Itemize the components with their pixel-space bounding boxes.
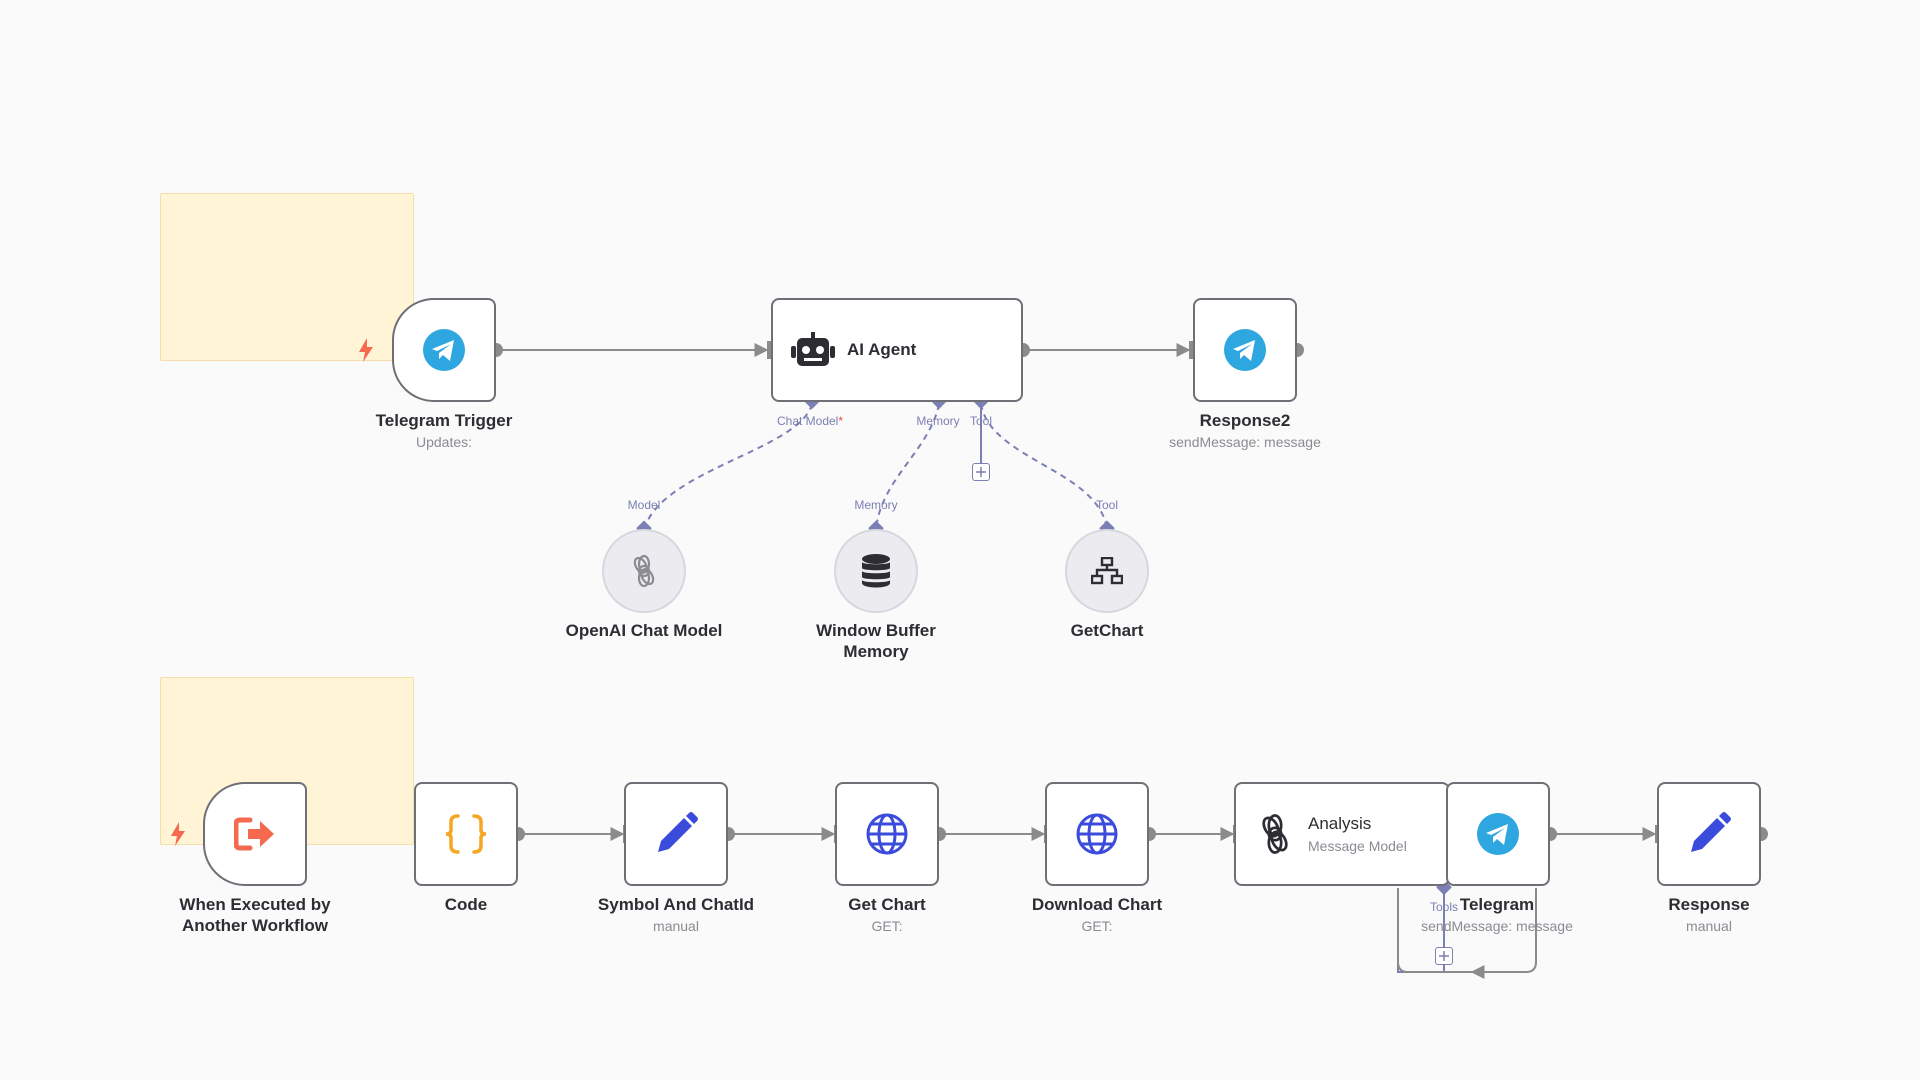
trigger-bolt-icon <box>358 338 374 367</box>
node-subtitle: manual <box>653 918 699 934</box>
globe-icon <box>865 812 909 856</box>
port-label-tools: Tools <box>1429 900 1459 914</box>
node-subtitle: GET: <box>871 918 903 934</box>
node-subtitle: manual <box>1686 918 1732 934</box>
telegram-icon <box>1224 329 1266 371</box>
ai-agent-node[interactable]: AI Agent <box>771 298 1023 402</box>
code-braces-icon <box>444 812 488 856</box>
add-tool-button[interactable] <box>972 463 990 481</box>
input-port[interactable] <box>1189 341 1194 359</box>
port-label-tool: Tool <box>969 414 993 428</box>
node-subtitle: sendMessage: message <box>1421 918 1573 934</box>
node-subtitle: Message Model <box>1308 838 1407 854</box>
download-chart-node[interactable] <box>1045 782 1149 886</box>
getchart-node[interactable] <box>1065 529 1149 613</box>
connection-memory[interactable] <box>875 403 940 531</box>
node-title: Download Chart <box>1031 895 1163 914</box>
telegram-icon <box>1477 813 1519 855</box>
node-title: Code <box>444 895 488 914</box>
get-chart-node[interactable] <box>835 782 939 886</box>
add-tool-button[interactable] <box>1435 947 1453 965</box>
globe-icon <box>1075 812 1119 856</box>
node-title: Window Buffer Memory <box>816 621 936 661</box>
sitemap-icon <box>1091 557 1123 585</box>
port-label-tool-sub: Tool <box>1095 498 1119 512</box>
connection-tool[interactable] <box>980 403 1108 531</box>
trigger-bolt-icon <box>170 822 186 851</box>
pencil-icon <box>654 812 698 856</box>
node-title: Get Chart <box>848 895 926 914</box>
response2-node[interactable] <box>1193 298 1297 402</box>
robot-icon <box>791 332 835 368</box>
openai-chat-model-node[interactable] <box>602 529 686 613</box>
port-label-memory-sub: Memory <box>854 498 898 512</box>
connection-telegram-tool-loop[interactable] <box>1470 888 1537 979</box>
analysis-node[interactable]: Analysis Message Model <box>1234 782 1450 886</box>
node-subtitle: GET: <box>1081 918 1113 934</box>
telegram-trigger-node[interactable] <box>392 298 496 402</box>
node-title: Response2 <box>1199 411 1291 430</box>
node-title: OpenAI Chat Model <box>565 621 723 640</box>
node-title: AI Agent <box>847 340 917 359</box>
telegram-icon <box>423 329 465 371</box>
node-title: GetChart <box>1070 621 1144 640</box>
node-title: Response <box>1668 895 1750 914</box>
node-subtitle: sendMessage: message <box>1169 434 1321 450</box>
node-title: When Executed by Another Workflow <box>179 895 331 935</box>
node-title: Telegram <box>1459 895 1535 914</box>
openai-icon <box>1254 813 1296 855</box>
database-icon <box>861 554 891 588</box>
response-node[interactable] <box>1657 782 1761 886</box>
when-executed-trigger-node[interactable] <box>203 782 307 886</box>
pencil-icon <box>1687 812 1731 856</box>
openai-icon <box>627 554 661 588</box>
port-label-model: Model <box>627 498 661 512</box>
node-subtitle: Updates: <box>415 434 473 450</box>
sticky-note[interactable] <box>160 193 414 361</box>
window-buffer-memory-node[interactable] <box>834 529 918 613</box>
code-node[interactable] <box>414 782 518 886</box>
connection-model[interactable] <box>643 403 813 531</box>
node-title: Analysis <box>1308 814 1372 833</box>
sign-in-icon <box>234 817 276 851</box>
telegram-node[interactable] <box>1446 782 1550 886</box>
input-port[interactable] <box>767 341 772 359</box>
node-title: Telegram Trigger <box>375 411 513 430</box>
node-title: Symbol And ChatId <box>597 895 755 914</box>
symbol-and-chatid-node[interactable] <box>624 782 728 886</box>
port-label-memory: Memory <box>916 414 960 428</box>
port-label-chat-model: Chat Model* <box>776 414 844 428</box>
